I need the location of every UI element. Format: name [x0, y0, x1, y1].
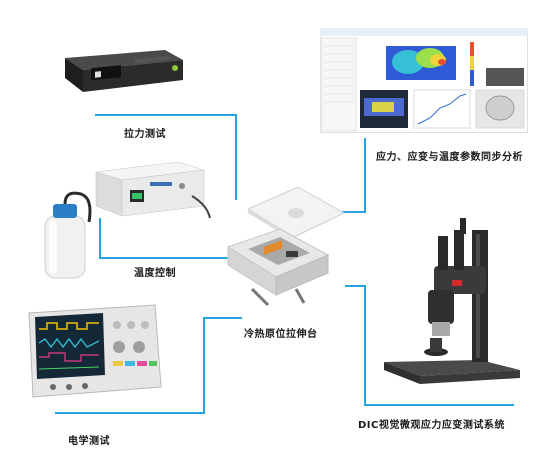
- oscilloscope-icon: [28, 304, 162, 398]
- label-sync-analysis: 应力、应变与温度参数同步分析: [376, 152, 523, 163]
- connector-dic: [345, 285, 514, 406]
- connector-temperature: [99, 218, 228, 259]
- temperature-controller-icon: [95, 161, 211, 219]
- analysis-software-icon: [320, 28, 528, 133]
- liquid-dewar-icon: [44, 191, 92, 279]
- tensile-controller-icon: [65, 50, 183, 92]
- connector-electrical: [55, 317, 242, 414]
- label-dic-system: DIC视觉微观应力应变测试系统: [358, 420, 505, 431]
- label-tensile-test: 拉力测试: [124, 129, 166, 140]
- label-stage: 冷热原位拉伸台: [244, 329, 318, 340]
- dic-microscope-icon: [384, 218, 520, 384]
- label-electrical-test: 电学测试: [68, 436, 110, 447]
- label-temperature-control: 温度控制: [134, 268, 176, 279]
- connector-analysis: [336, 138, 366, 213]
- connector-tensile: [95, 114, 237, 200]
- tensile-stage-icon: [226, 186, 346, 307]
